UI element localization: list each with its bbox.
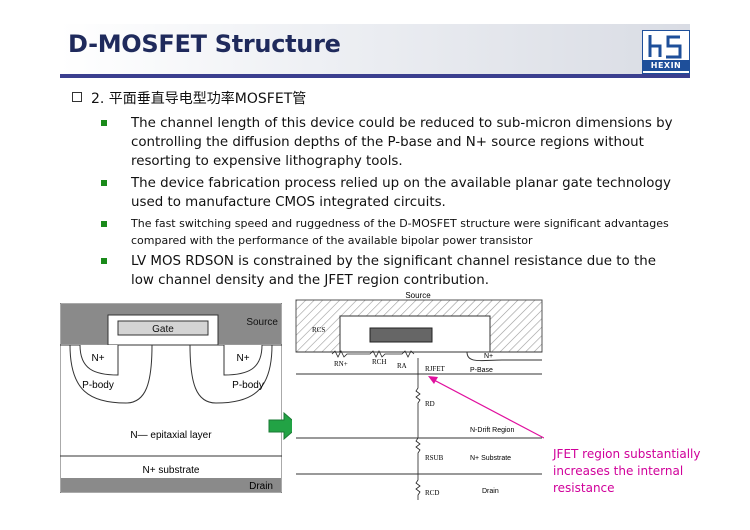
bullet-square-icon	[101, 258, 107, 264]
logo-mark-icon	[648, 35, 682, 59]
subheading: 2. 平面垂直导电型功率MOSFET管	[72, 88, 306, 108]
nplus-label: N+	[484, 353, 493, 360]
rch-label: RCH	[372, 358, 386, 366]
bullet-square-icon	[101, 221, 107, 227]
rn-label: RN+	[334, 360, 348, 368]
bullet-item: The fast switching speed and ruggedness …	[96, 215, 676, 249]
subheading-text: 2. 平面垂直导电型功率MOSFET管	[91, 91, 307, 107]
drain-label: Drain	[482, 488, 499, 495]
logo-text: HEXIN	[643, 60, 689, 71]
drain-label: Drain	[249, 481, 273, 492]
rsub-label: RSUB	[425, 454, 444, 462]
bullet-item: The device fabrication process relied up…	[96, 174, 676, 212]
substrate-label: N+ substrate	[143, 465, 200, 476]
bullet-item: LV MOS RDSON is constrained by the signi…	[96, 252, 676, 290]
pbody-right-label: P-body	[232, 380, 264, 391]
gate-label: Gate	[152, 324, 174, 335]
title-bar	[60, 24, 690, 74]
source-label: Source	[246, 317, 278, 328]
bullet-text: The channel length of this device could …	[131, 116, 673, 169]
pbody-right-region	[189, 344, 273, 404]
nplus-left-region	[79, 344, 119, 376]
hexin-logo: HEXIN	[642, 30, 690, 74]
pbody-left-region	[69, 344, 153, 404]
nsub-label: N+ Substrate	[470, 455, 511, 462]
title-underline	[60, 74, 690, 78]
epi-layer-label: N— epitaxial layer	[130, 430, 212, 441]
pbase-label: P-Base	[470, 367, 493, 374]
surface-resistor-chain	[331, 350, 415, 358]
dmosfet-cross-section: Gate Source N+ N+ P-body P-body N— epita…	[60, 303, 282, 493]
nplus-right-region	[223, 344, 263, 376]
callout-pointer	[433, 379, 544, 439]
ra-label: RA	[397, 362, 407, 370]
callout-arrowhead-icon	[428, 376, 438, 384]
bullet-list: The channel length of this device could …	[96, 114, 676, 293]
jfet-callout: JFET region substantially increases the …	[553, 447, 701, 495]
ndrift-label: N-Drift Region	[470, 427, 514, 434]
rcs-label: RCS	[312, 326, 325, 334]
nplus-left-label: N+	[91, 353, 104, 364]
bullet-text: The fast switching speed and ruggedness …	[131, 217, 669, 247]
nplus-right-label: N+	[236, 353, 249, 364]
resistance-model-diagram: Source RCS RN+ RCH RA RJFET N+ P-Base RD…	[292, 288, 544, 502]
bullet-square-icon	[101, 180, 107, 186]
checkbox-bullet-icon	[72, 92, 82, 102]
bullet-square-icon	[101, 120, 107, 126]
gate-poly	[117, 320, 209, 336]
bullet-text: The device fabrication process relied up…	[131, 176, 671, 210]
bullet-text: LV MOS RDSON is constrained by the signi…	[131, 254, 656, 288]
slide-title: D-MOSFET Structure	[68, 30, 341, 58]
gate-poly	[369, 327, 433, 343]
bullet-item: The channel length of this device could …	[96, 114, 676, 171]
rjfet-label: RJFET	[425, 365, 446, 373]
rd-label: RD	[425, 400, 435, 408]
source-label: Source	[405, 291, 431, 300]
drain-metal	[61, 478, 281, 492]
right-arrow-icon	[268, 412, 300, 440]
vertical-resistor-chain	[415, 358, 421, 500]
pbody-left-label: P-body	[82, 380, 114, 391]
rcd-label: RCD	[425, 489, 439, 497]
